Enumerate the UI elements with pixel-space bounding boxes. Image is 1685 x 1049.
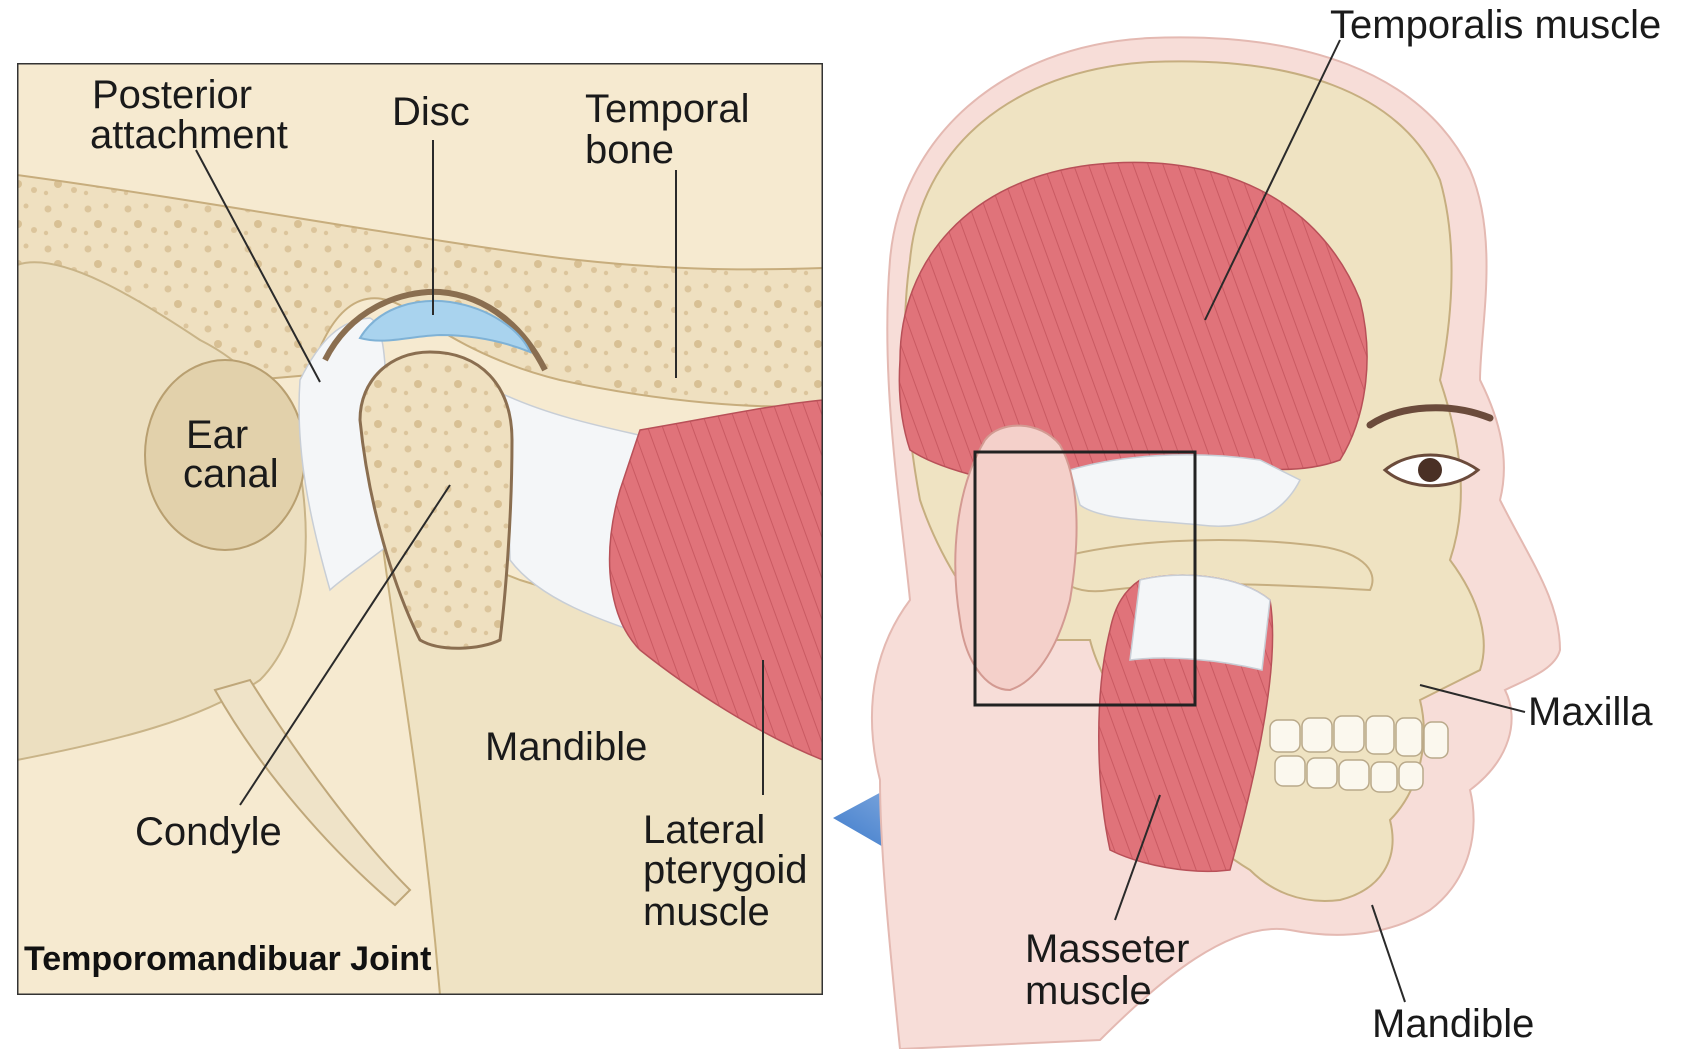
label-temporalis: Temporalis muscle bbox=[1330, 3, 1661, 47]
head-view bbox=[872, 37, 1560, 1049]
label-condyle: Condyle bbox=[135, 810, 282, 854]
label-maxilla: Maxilla bbox=[1528, 690, 1653, 734]
label-posterior-line2: attachment bbox=[90, 113, 288, 157]
label-lateral-line1: Lateral bbox=[643, 808, 765, 852]
label-ear-line1: Ear bbox=[186, 413, 248, 457]
masseter-tendon bbox=[1130, 575, 1270, 670]
label-posterior-line1: Posterior bbox=[92, 73, 252, 117]
label-masseter-line2: muscle bbox=[1025, 969, 1152, 1013]
pupil bbox=[1418, 458, 1442, 482]
label-temporal-line2: bone bbox=[585, 128, 674, 172]
label-lateral-line2: pterygoid bbox=[643, 848, 808, 892]
temporalis-tendon bbox=[1070, 455, 1300, 526]
label-temporal-line1: Temporal bbox=[585, 87, 750, 131]
label-lateral-line3: muscle bbox=[643, 890, 770, 934]
label-mandible-head: Mandible bbox=[1372, 1002, 1534, 1046]
label-disc: Disc bbox=[392, 90, 470, 134]
label-mandible-detail: Mandible bbox=[485, 725, 647, 769]
label-masseter-line1: Masseter bbox=[1025, 927, 1190, 971]
panel-caption: Temporomandibuar Joint bbox=[24, 940, 431, 978]
label-ear-line2: canal bbox=[183, 452, 279, 496]
